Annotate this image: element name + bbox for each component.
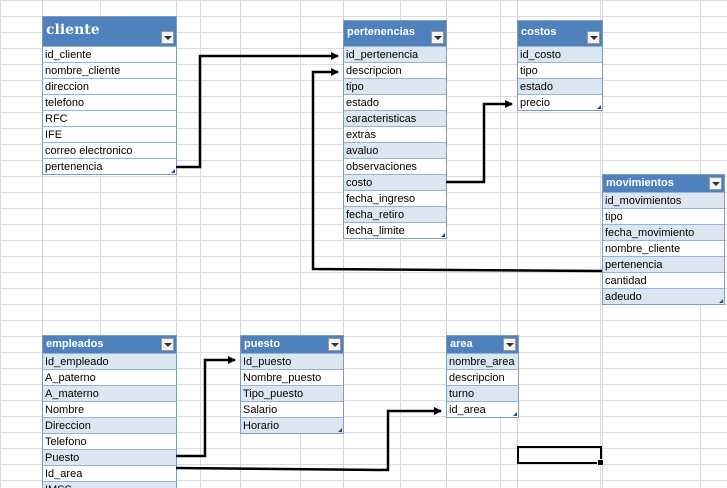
table-row[interactable]: IMSS: [43, 481, 176, 488]
chevron-down-icon[interactable]: [587, 31, 600, 44]
table-row[interactable]: estado: [344, 94, 446, 110]
table-row[interactable]: Nombre: [43, 401, 176, 417]
table-row[interactable]: fecha_retiro: [344, 206, 446, 222]
arrow-cliente-pertenencia: [176, 52, 339, 169]
table-row[interactable]: Puesto: [43, 449, 176, 465]
table-row[interactable]: extras: [344, 126, 446, 142]
table-title: costos: [521, 26, 557, 38]
column-divider: [240, 0, 241, 488]
active-cell[interactable]: [517, 446, 604, 466]
chevron-down-icon[interactable]: [161, 31, 174, 44]
table-row[interactable]: pertenencia: [603, 256, 724, 272]
resize-handle-icon[interactable]: [441, 233, 445, 237]
table-row[interactable]: id_area: [447, 401, 518, 417]
chevron-down-icon[interactable]: [709, 177, 722, 190]
table-row[interactable]: adeudo: [603, 288, 724, 304]
chevron-down-icon[interactable]: [328, 338, 341, 351]
column-divider: [42, 0, 43, 488]
table-row[interactable]: caracteristicas: [344, 110, 446, 126]
chevron-down-icon[interactable]: [161, 338, 174, 351]
table-row[interactable]: Salario: [241, 401, 343, 417]
resize-handle-icon[interactable]: [171, 169, 175, 173]
table-row[interactable]: cantidad: [603, 272, 724, 288]
table-row[interactable]: nombre_cliente: [603, 240, 724, 256]
table-row[interactable]: fecha_ingreso: [344, 190, 446, 206]
column-divider: [176, 0, 177, 488]
table-row[interactable]: direccion: [43, 78, 176, 94]
table-title: movimientos: [606, 177, 674, 189]
table-row[interactable]: precio: [518, 94, 602, 110]
fill-handle[interactable]: [597, 459, 604, 466]
table-row[interactable]: observaciones: [344, 158, 446, 174]
table-row[interactable]: estado: [518, 78, 602, 94]
table-row[interactable]: Id_puesto: [241, 353, 343, 369]
table-header[interactable]: pertenencias: [344, 21, 446, 46]
table-row[interactable]: fecha_limite: [344, 222, 446, 238]
table-row[interactable]: Horario: [241, 417, 343, 433]
table-row[interactable]: Telefono: [43, 433, 176, 449]
table-row[interactable]: tipo: [518, 62, 602, 78]
table-row[interactable]: avaluo: [344, 142, 446, 158]
table-row[interactable]: Nombre_puesto: [241, 369, 343, 385]
table-header[interactable]: area: [447, 336, 518, 353]
table-row[interactable]: A_materno: [43, 385, 176, 401]
table-row[interactable]: id_pertenencia: [344, 46, 446, 62]
chevron-down-icon[interactable]: [503, 338, 516, 351]
resize-handle-icon[interactable]: [338, 428, 342, 432]
table-row[interactable]: descripcion: [447, 369, 518, 385]
table-title: cliente: [46, 22, 100, 38]
table-row[interactable]: id_costo: [518, 46, 602, 62]
table-row[interactable]: nombre_cliente: [43, 62, 176, 78]
table-row[interactable]: A_paterno: [43, 369, 176, 385]
table-row[interactable]: descripcion: [344, 62, 446, 78]
table-row[interactable]: telefono: [43, 94, 176, 110]
table-title: pertenencias: [347, 26, 415, 38]
table-row[interactable]: id_cliente: [43, 46, 176, 62]
table-header[interactable]: puesto: [241, 336, 343, 353]
table-header[interactable]: empleados: [43, 336, 176, 353]
table-row[interactable]: tipo: [344, 78, 446, 94]
arrow-pertenencia-costo: [446, 100, 513, 184]
table-row[interactable]: turno: [447, 385, 518, 401]
table-row[interactable]: tipo: [603, 208, 724, 224]
table-row[interactable]: fecha_movimiento: [603, 224, 724, 240]
table-title: area: [450, 338, 473, 350]
table-row[interactable]: id_movimientos: [603, 192, 724, 208]
table-row[interactable]: Id_empleado: [43, 353, 176, 369]
chevron-down-icon[interactable]: [431, 31, 444, 44]
table-row[interactable]: Direccion: [43, 417, 176, 433]
table-row[interactable]: correo electronico: [43, 142, 176, 158]
table-row[interactable]: costo: [344, 174, 446, 190]
table-title: empleados: [46, 338, 104, 350]
table-header[interactable]: cliente: [43, 17, 176, 46]
table-header[interactable]: movimientos: [603, 175, 724, 192]
resize-handle-icon[interactable]: [513, 412, 517, 416]
arrow-empleados-puesto: [176, 356, 236, 458]
table-row[interactable]: RFC: [43, 110, 176, 126]
table-row[interactable]: Tipo_puesto: [241, 385, 343, 401]
table-row[interactable]: pertenencia: [43, 158, 176, 174]
table-header[interactable]: costos: [518, 21, 602, 46]
table-row[interactable]: Id_area: [43, 465, 176, 481]
table-row[interactable]: nombre_area: [447, 353, 518, 369]
table-row[interactable]: IFE: [43, 126, 176, 142]
resize-handle-icon[interactable]: [597, 105, 601, 109]
resize-handle-icon[interactable]: [719, 299, 723, 303]
table-title: puesto: [244, 338, 281, 350]
